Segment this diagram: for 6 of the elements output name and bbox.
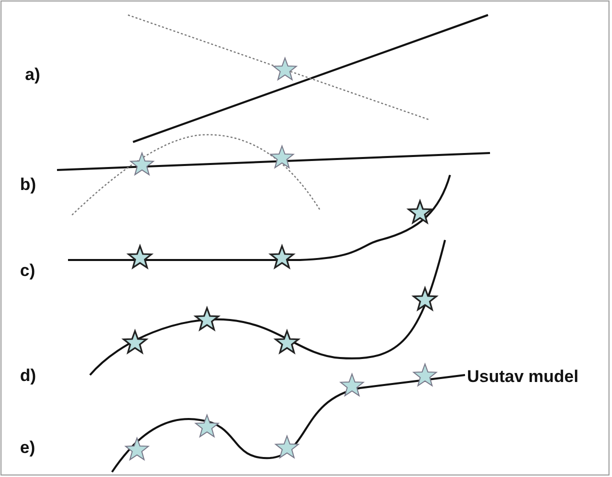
- panel-label: e): [20, 439, 36, 456]
- curve-label: Usutav mudel: [467, 368, 578, 385]
- panel-label: d): [20, 367, 36, 384]
- panel-label: a): [25, 66, 40, 83]
- panel-label: b): [20, 176, 36, 193]
- panel-label: c): [20, 262, 36, 279]
